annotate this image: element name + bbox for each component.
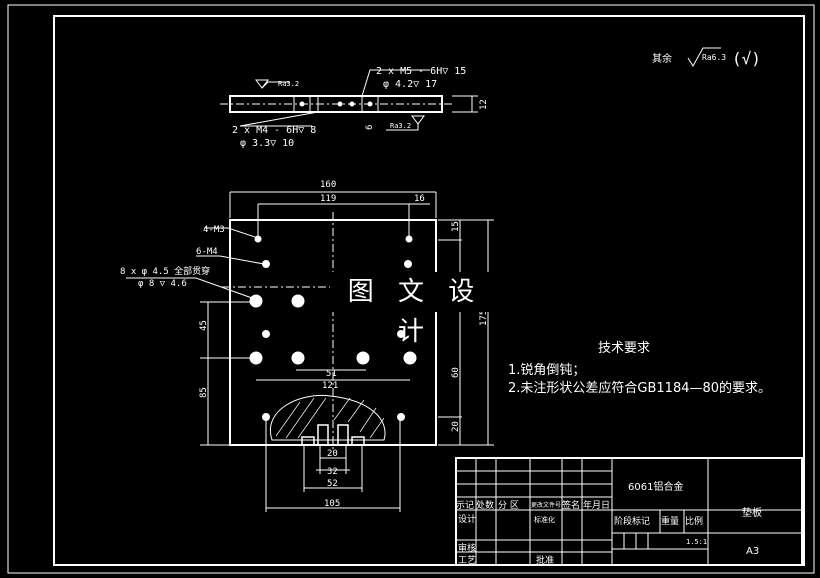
dim-119: 119: [320, 194, 336, 204]
tb-process: 工艺: [458, 555, 476, 566]
ra-top: Ra3.2: [278, 80, 299, 88]
tech-notes-line-2: 2.未注形状公差应符合GB1184—80的要求。: [508, 381, 772, 396]
dim-20-bottom: 20: [327, 449, 338, 459]
label-6m4: 6-M4: [196, 247, 218, 257]
dim-51: 51: [326, 369, 337, 379]
tb-hdr-3: 分 区: [498, 500, 519, 511]
tb-approve: 批准: [536, 554, 554, 566]
label-4m3: 4-M3: [203, 225, 225, 235]
tb-material: 6061铝合金: [628, 480, 683, 493]
callout-m4: 2 x M4 - 6H▽ 8: [232, 125, 316, 136]
tb-stage: 阶段标记: [614, 515, 650, 527]
roughness-bracket: (√): [732, 49, 761, 68]
tech-notes: 技术要求 1.锐角倒钝； 2.未注形状公差应符合GB1184—80的要求。: [508, 340, 771, 398]
inner-border: [53, 15, 805, 566]
roughness-value: Ra6.3: [702, 53, 726, 62]
tech-notes-line-1: 1.锐角倒钝；: [508, 363, 586, 378]
dim-85: 85: [199, 387, 209, 398]
tb-sheet-size: A3: [746, 546, 759, 557]
tb-hdr-5: 签名: [562, 499, 580, 511]
tb-design: 设计: [458, 513, 476, 525]
watermark: 图 文 设 计: [330, 272, 500, 347]
dim-121: 121: [322, 381, 338, 391]
side-view: [220, 69, 478, 131]
tb-hdr-1: 示记: [456, 500, 474, 511]
dim-32: 32: [327, 467, 338, 477]
dim-20-right: 20: [451, 421, 461, 432]
dim-60: 60: [451, 367, 461, 378]
tb-review: 审核: [458, 542, 476, 554]
tb-weight: 重量: [661, 515, 679, 527]
tb-scale-value: 1.5:1: [686, 538, 707, 546]
dim-15: 15: [451, 221, 461, 232]
roughness-note: 其余 Ra6.3 (√): [652, 47, 761, 68]
dim-6: 6: [365, 125, 375, 130]
title-block-text: 6061铝合金 垫板 A3 1.5:1 示记 处数 分 区 更改文件号 签名 年…: [456, 480, 762, 566]
label-8x-cbore: φ 8 ▽ 4.6: [138, 279, 187, 289]
tech-notes-heading: 技术要求: [598, 341, 651, 356]
title-block: [455, 457, 803, 566]
dim-105: 105: [324, 499, 340, 509]
plan-view: [126, 191, 494, 512]
callout-m5-drill: φ 4.2▽ 17: [383, 79, 437, 90]
tb-part-name: 垫板: [742, 506, 762, 519]
label-8x-through: 8 x φ 4.5 全部贯穿: [120, 265, 210, 277]
dim-45: 45: [199, 320, 209, 331]
plan-view-labels: 160 119 16 15 175 60 20 45 85 51 121 20 …: [120, 180, 489, 509]
dim-16: 16: [414, 194, 425, 204]
dim-thickness: 12: [479, 99, 489, 110]
outer-border: [7, 4, 815, 574]
dim-52: 52: [327, 479, 338, 489]
dim-160: 160: [320, 180, 336, 190]
callout-m4-drill: φ 3.3▽ 10: [240, 138, 294, 149]
callout-m5: 2 x M5 - 6H▽ 15: [376, 66, 466, 77]
tb-hdr-2: 处数: [476, 499, 494, 511]
tb-scale: 比例: [685, 515, 703, 527]
tb-hdr-4: 更改文件号: [531, 501, 561, 509]
tb-hdr-6: 年月日: [583, 499, 610, 511]
side-view-labels: 2 x M5 - 6H▽ 15 φ 4.2▽ 17 2 x M4 - 6H▽ 8…: [232, 66, 489, 149]
dim-175: 175: [479, 310, 489, 326]
ra-bottom: Ra3.2: [390, 122, 411, 130]
roughness-label: 其余: [652, 52, 672, 65]
plan-view-holes: [249, 235, 419, 421]
tb-standardize: 标准化: [534, 515, 555, 524]
